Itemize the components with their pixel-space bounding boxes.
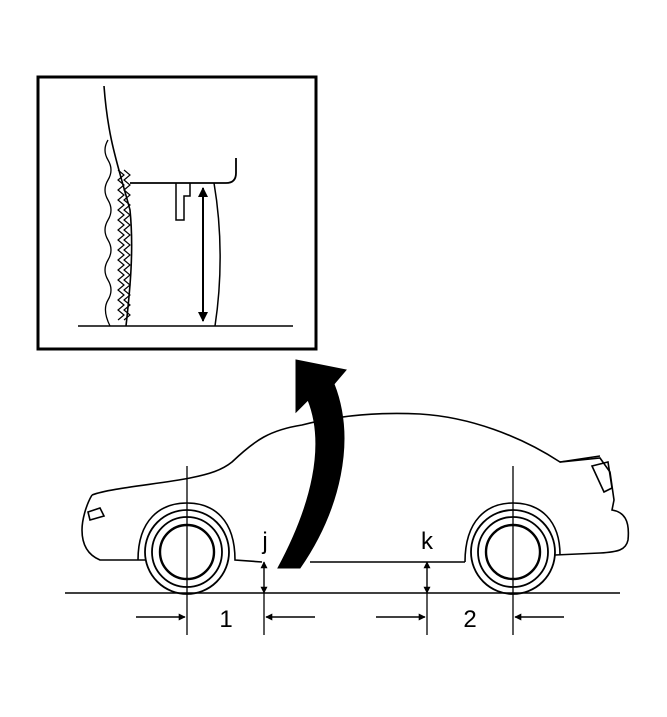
car-headlight [87, 507, 106, 521]
label-dimension-2: 2 [463, 606, 476, 633]
inset-tire-tread [117, 169, 125, 321]
car-front-bumper [81, 494, 145, 561]
inset-frame [36, 75, 318, 351]
inset-tire-sidewall [104, 139, 112, 327]
trunk-line [559, 455, 601, 463]
inset-tire-outline [103, 85, 133, 327]
car-body-outline [91, 412, 630, 556]
detail-inset [36, 75, 318, 351]
label-height-j: j [261, 528, 267, 555]
inset-rocker-panel [130, 158, 237, 184]
label-height-k: k [421, 528, 434, 555]
label-dimension-1: 1 [219, 606, 232, 633]
inset-fender-line [213, 182, 221, 327]
inset-bracket [175, 183, 191, 221]
inset-tire-tread-2 [123, 169, 131, 321]
car-taillight [590, 461, 613, 494]
curved-arrow-icon [277, 359, 347, 569]
